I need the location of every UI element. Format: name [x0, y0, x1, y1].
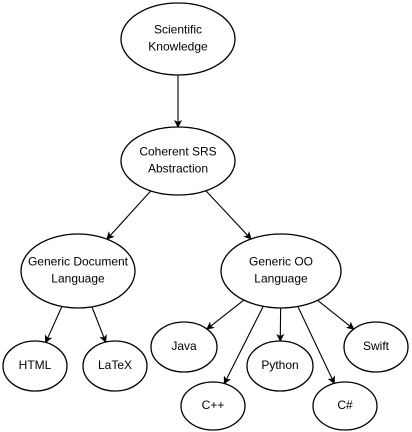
edge-gendoc-to-html — [44, 306, 63, 344]
node-ellipse-gendoc — [20, 233, 136, 309]
edge-genoo-to-cpp — [223, 306, 264, 385]
edge-genoo-to-swift — [317, 299, 355, 330]
node-ellipse-swift — [343, 321, 409, 373]
node-python: Python — [246, 340, 314, 392]
node-label-srs: Abstraction — [148, 162, 208, 176]
node-label-python: Python — [261, 358, 298, 372]
node-label-genoo: Generic OO — [249, 255, 313, 269]
node-label-latex: LaTeX — [98, 358, 132, 372]
node-ellipse-python — [246, 340, 314, 392]
node-label-genoo: Language — [254, 272, 308, 286]
node-latex: LaTeX — [82, 340, 148, 392]
node-label-srs: Coherent SRS — [139, 145, 216, 159]
node-ellipse-csharp — [312, 381, 378, 431]
node-label-java: Java — [171, 339, 197, 353]
node-ellipse-genoo — [220, 233, 342, 309]
edge-gendoc-to-latex — [91, 306, 107, 344]
node-label-swift: Swift — [363, 339, 390, 353]
edge-srs-to-genoo — [205, 190, 252, 240]
node-label-cpp: C++ — [202, 398, 225, 412]
node-genoo: Generic OO Language — [220, 233, 342, 309]
node-java: Java — [150, 321, 218, 373]
node-ellipse-cpp — [180, 381, 246, 431]
node-html: HTML — [2, 340, 68, 392]
node-cpp: C++ — [180, 381, 246, 431]
node-csharp: C# — [312, 381, 378, 431]
node-label-scientific: Knowledge — [148, 40, 208, 54]
node-ellipse-html — [2, 340, 68, 392]
node-ellipse-srs — [120, 126, 236, 196]
edge-srs-to-gendoc — [106, 190, 152, 240]
node-label-scientific: Scientific — [154, 23, 202, 37]
edges-layer — [44, 75, 355, 385]
edge-genoo-to-csharp — [297, 306, 335, 385]
node-ellipse-scientific — [120, 2, 236, 76]
node-label-csharp: C# — [337, 398, 353, 412]
node-srs: Coherent SRS Abstraction — [120, 126, 236, 196]
node-label-gendoc: Generic Document — [28, 255, 129, 269]
node-swift: Swift — [343, 321, 409, 373]
node-ellipse-latex — [82, 340, 148, 392]
node-ellipse-java — [150, 321, 218, 373]
node-label-html: HTML — [19, 358, 52, 372]
edge-genoo-to-java — [206, 299, 245, 330]
node-label-gendoc: Language — [51, 272, 105, 286]
